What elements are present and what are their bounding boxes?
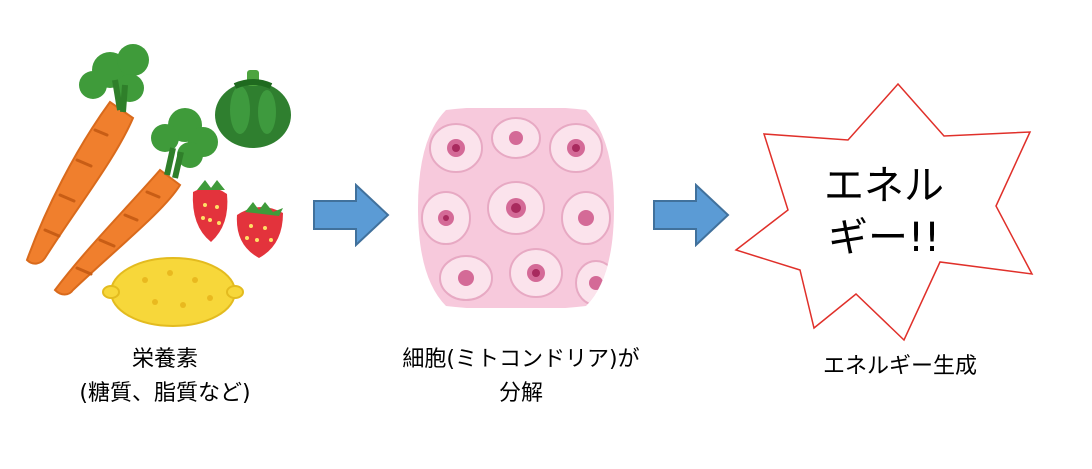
energy-burst-line2: ギー!! xyxy=(827,215,941,261)
energy-caption: エネルギー生成 xyxy=(790,350,1010,384)
energy-caption-line1: エネルギー生成 xyxy=(822,354,977,379)
nutrients-caption-line2: (糖質、脂質など) xyxy=(79,381,251,406)
cell-caption: 細胞(ミトコンドリア)が 分解 xyxy=(396,343,646,411)
strawberry-icon xyxy=(236,202,283,258)
energy-burst-shape xyxy=(734,82,1034,342)
strawberry-icon xyxy=(192,180,228,242)
green-pepper-icon xyxy=(215,70,291,148)
nutrients-illustration xyxy=(25,44,291,327)
nutrients-caption-line1: 栄養素 xyxy=(131,347,198,372)
arrow-right-icon xyxy=(313,183,390,247)
cell-caption-line2: 分解 xyxy=(498,381,543,406)
carrot-icon xyxy=(25,44,149,265)
energy-burst-text: エネル ギー!! xyxy=(804,160,964,264)
energy-burst-line1: エネル xyxy=(824,163,944,209)
cell-tissue-image xyxy=(418,108,614,308)
nutrients-caption: 栄養素 (糖質、脂質など) xyxy=(40,343,290,411)
arrow-right-icon xyxy=(653,183,730,247)
carrot-icon xyxy=(53,108,218,296)
cell-caption-line1: 細胞(ミトコンドリア)が xyxy=(402,347,640,372)
lemon-icon xyxy=(102,257,244,327)
